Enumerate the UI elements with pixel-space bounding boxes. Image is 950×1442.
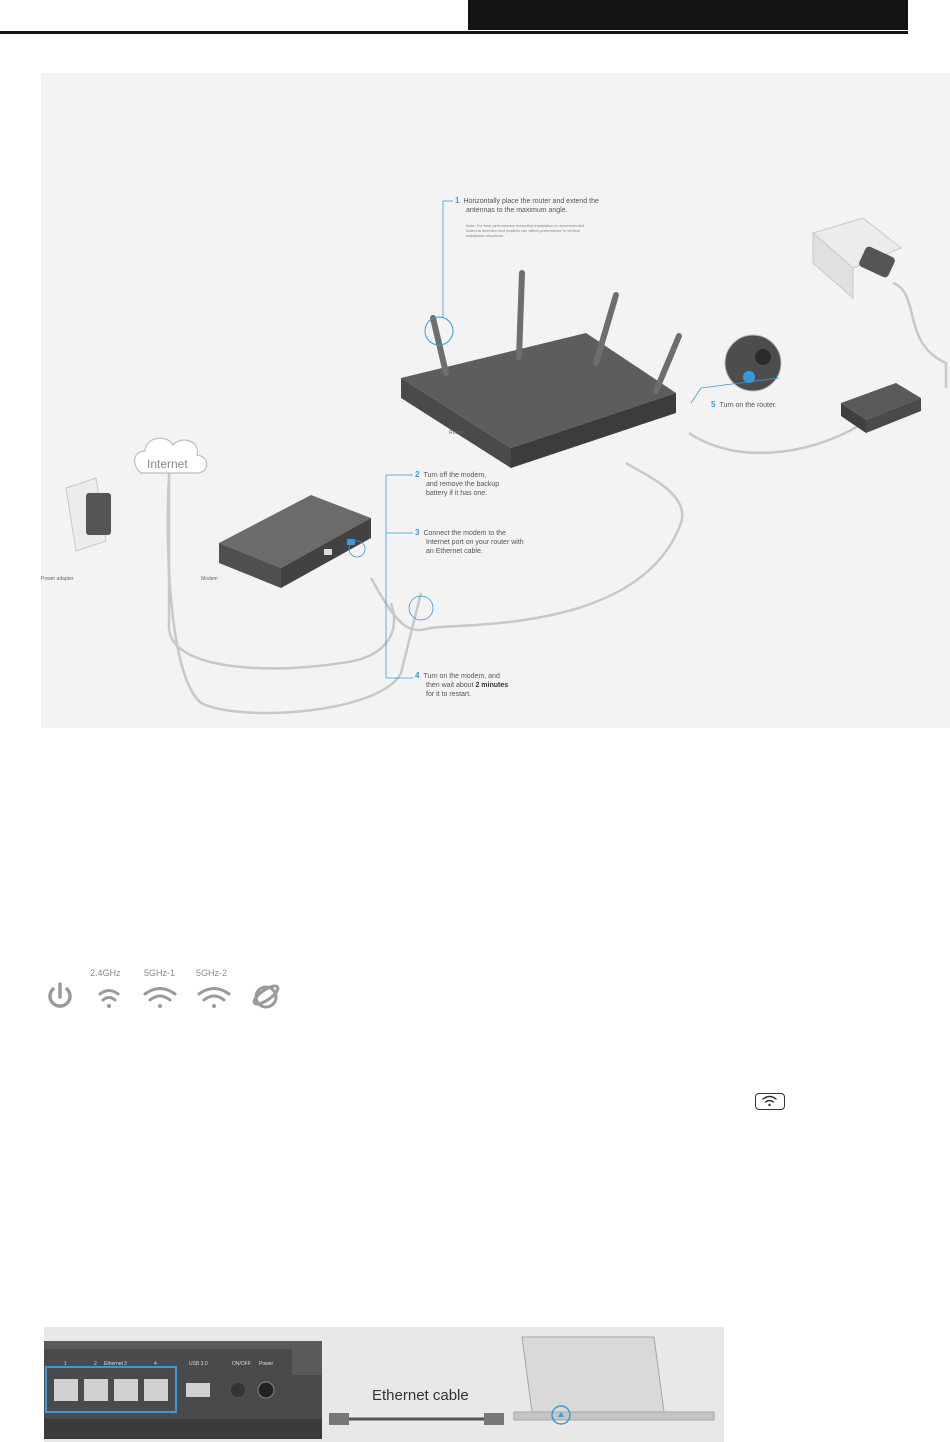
wifi-5ghz-2-icon [197,987,231,1008]
port-label-usb: USB 3.0 [189,1361,208,1367]
power-adapter-label: Power adapter [41,576,74,582]
internet-cloud [134,437,208,474]
led-band-24: 2.4GHz [90,968,121,978]
step-1-note: Note: For best performance horizontal in… [466,223,586,238]
port-label-onoff: ON/OFF [232,1361,251,1367]
power-button-callout [690,334,782,404]
ethernet-cable-label: Ethernet cable [372,1387,469,1404]
router-illustration [401,270,682,468]
port-label-4: 4 [154,1361,157,1367]
wifi-5ghz-1-icon [143,987,177,1008]
port-label-power: Power [259,1361,274,1367]
modem-illustration [219,495,371,588]
led-band-5g1: 5GHz-1 [144,968,176,978]
ethernet-connection-figure: 1 2 Ethernet 3 4 USB 3.0 ON/OFF Power Et… [44,1327,724,1442]
port-label-2: 2 [94,1361,97,1367]
router-power-adapter [841,383,921,433]
power-led-icon [48,982,72,1008]
led-band-5g2: 5GHz-2 [196,968,228,978]
wifi-24ghz-icon [98,989,120,1008]
modem-power-adapter [65,477,111,552]
internet-led-icon [252,984,280,1009]
header-rule [0,31,908,34]
led-icons [48,982,280,1009]
internet-label: Internet [147,457,188,471]
diagram-art [65,200,948,715]
wall-outlet [811,217,902,300]
header-bar [468,0,908,30]
modem-label: Modem [201,576,218,582]
ethernet-art [44,1336,715,1439]
wifi-button-icon [755,1093,785,1110]
port-label-ethernet: Ethernet [104,1361,123,1367]
router-label: Router [449,430,465,436]
port-label-1: 1 [64,1361,67,1367]
port-label-3: 3 [124,1361,127,1367]
